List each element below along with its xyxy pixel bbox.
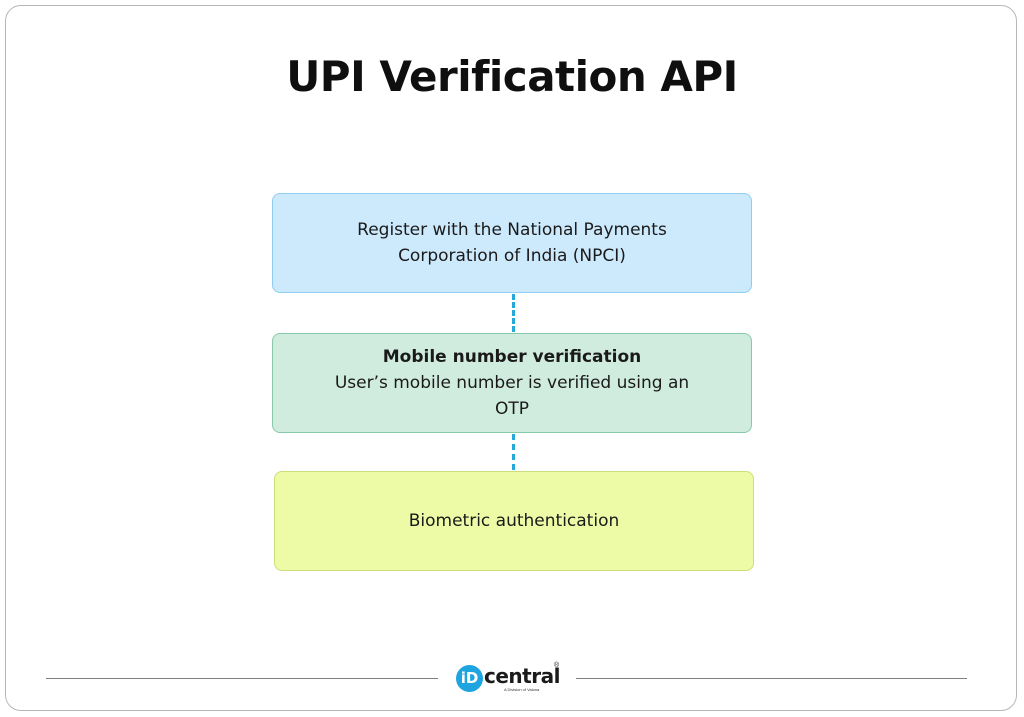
step-biometric-auth: Biometric authentication: [274, 471, 754, 571]
logo-mark-icon: iD: [456, 665, 483, 692]
footer-divider-left: [46, 678, 438, 679]
step-text: User’s mobile number is verified using a…: [334, 373, 690, 419]
logo-wordmark: central: [484, 664, 560, 688]
idcentral-logo: iD central ® A Division of Valona: [456, 662, 564, 696]
step-text: Biometric authentication: [408, 511, 620, 531]
footer-divider-right: [576, 678, 967, 679]
page-title: UPI Verification API: [286, 52, 738, 101]
logo-tagline: A Division of Valona: [504, 687, 540, 692]
dashed-connector: [512, 434, 515, 470]
registered-mark: ®: [554, 662, 560, 669]
step-text: Register with the National Payments Corp…: [357, 220, 667, 266]
dashed-connector: [512, 294, 515, 332]
step-heading: Mobile number verification: [382, 347, 642, 367]
step-mobile-verification: Mobile number verification User’s mobile…: [272, 333, 752, 433]
step-register-npci: Register with the National Payments Corp…: [272, 193, 752, 293]
